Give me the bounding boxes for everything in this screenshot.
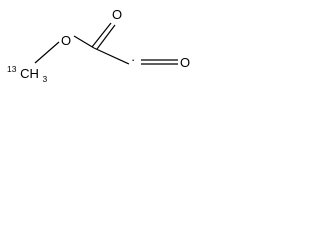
bond-carbonyl-double-b [96,24,116,50]
carbonyl-oxygen-label: O [112,7,122,22]
methyl-group-label: 13 CH 3 [7,60,48,84]
methyl-isotope-label: 13 [7,64,17,74]
chemical-structure: O O O · 13 CH 3 [7,7,190,84]
ketene-oxygen-label: O [180,55,190,70]
ester-oxygen-label: O [61,33,71,48]
methyl-carbon-label: CH [20,66,39,81]
bond-carbonyl-c-to-radical-c [93,47,130,65]
methyl-hydrogen-count: 3 [43,74,48,84]
bond-carbonyl-double-a [91,22,112,48]
bond-carbonyl-c-to-ester-o [73,35,95,49]
radical-marker: · [131,52,135,67]
bond-ester-o-to-methyl [34,41,60,64]
